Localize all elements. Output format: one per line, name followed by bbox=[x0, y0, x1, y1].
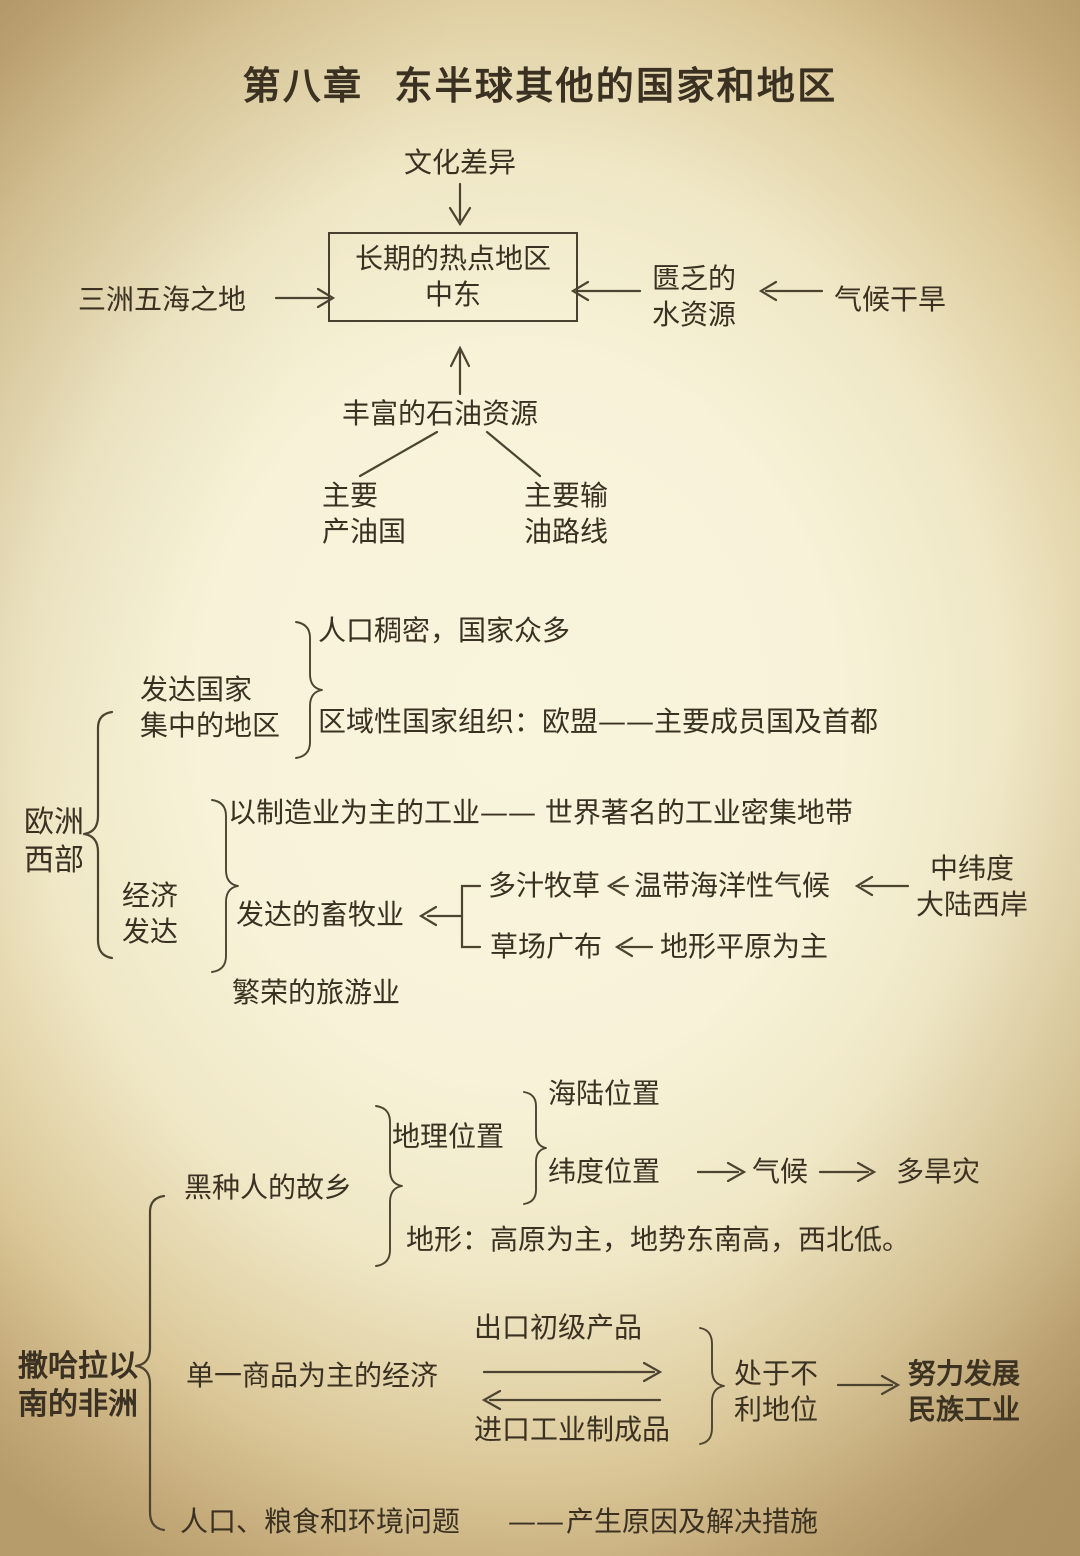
me-left-factor: 三洲五海之地 bbox=[78, 283, 247, 316]
africa-root: 撒哈拉以 南的非洲 bbox=[18, 1349, 138, 1423]
africa-branch3-dash: —— bbox=[508, 1505, 564, 1538]
africa-chain-climate: 气候 bbox=[752, 1155, 809, 1188]
africa-geo-label: 地理位置 bbox=[392, 1120, 505, 1153]
europe-root: 欧洲 西部 bbox=[24, 805, 84, 879]
europe-branch1-item-population: 人口稠密，国家众多 bbox=[318, 614, 571, 647]
me-right-factor: 匮乏的 水资源 bbox=[652, 262, 737, 331]
europe-branch1-item-eu: 区域性国家组织：欧盟——主要成员国及首都 bbox=[318, 705, 879, 738]
me-center-box: 长期的热点地区 中东 bbox=[328, 232, 578, 322]
me-center-box-label: 长期的热点地区 中东 bbox=[354, 241, 551, 311]
me-top-factor: 文化差异 bbox=[403, 146, 516, 179]
europe-livestock-child-pasture: 草场广布 bbox=[490, 930, 603, 963]
africa-terrain: 地形：高原为主，地势东南高，西北低。 bbox=[406, 1223, 911, 1256]
me-oil-child-routes: 主要输 油路线 bbox=[524, 479, 609, 548]
africa-export: 出口初级产品 bbox=[474, 1311, 643, 1344]
africa-branch3-detail: 产生原因及解决措施 bbox=[566, 1505, 819, 1538]
europe-climate-cause: 温带海洋性气候 bbox=[634, 869, 831, 902]
me-far-right-factor: 气候干旱 bbox=[834, 283, 947, 316]
page-title: 第八章 东半球其他的国家和地区 bbox=[242, 63, 838, 108]
africa-geo-item-sea-land: 海陆位置 bbox=[548, 1077, 661, 1110]
me-oil-child-producers: 主要 产油国 bbox=[322, 479, 407, 548]
europe-location-cause: 中纬度 大陆西岸 bbox=[916, 852, 1029, 921]
europe-branch2-item-livestock: 发达的畜牧业 bbox=[236, 898, 405, 931]
africa-result: 处于不 利地位 bbox=[734, 1357, 819, 1426]
africa-geo-item-latitude: 纬度位置 bbox=[548, 1155, 661, 1188]
europe-branch2-label: 经济 发达 bbox=[122, 879, 179, 948]
me-oil-factor: 丰富的石油资源 bbox=[342, 397, 539, 430]
europe-branch2-item-industry: 以制造业为主的工业—— 世界著名的工业密集地带 bbox=[228, 796, 853, 829]
africa-branch1-label: 黑种人的故乡 bbox=[184, 1171, 353, 1204]
africa-chain-drought: 多旱灾 bbox=[896, 1155, 981, 1188]
africa-solution: 努力发展 民族工业 bbox=[908, 1357, 1021, 1426]
europe-branch2-item-tourism: 繁荣的旅游业 bbox=[232, 976, 401, 1009]
europe-branch1-label: 发达国家 集中的地区 bbox=[140, 673, 281, 742]
africa-import: 进口工业制成品 bbox=[474, 1413, 671, 1446]
europe-terrain-cause: 地形平原为主 bbox=[660, 930, 829, 963]
africa-branch3-label: 人口、粮食和环境问题 bbox=[180, 1505, 461, 1538]
africa-branch2-label: 单一商品为主的经济 bbox=[186, 1359, 439, 1392]
europe-livestock-child-grass: 多汁牧草 bbox=[488, 869, 601, 902]
